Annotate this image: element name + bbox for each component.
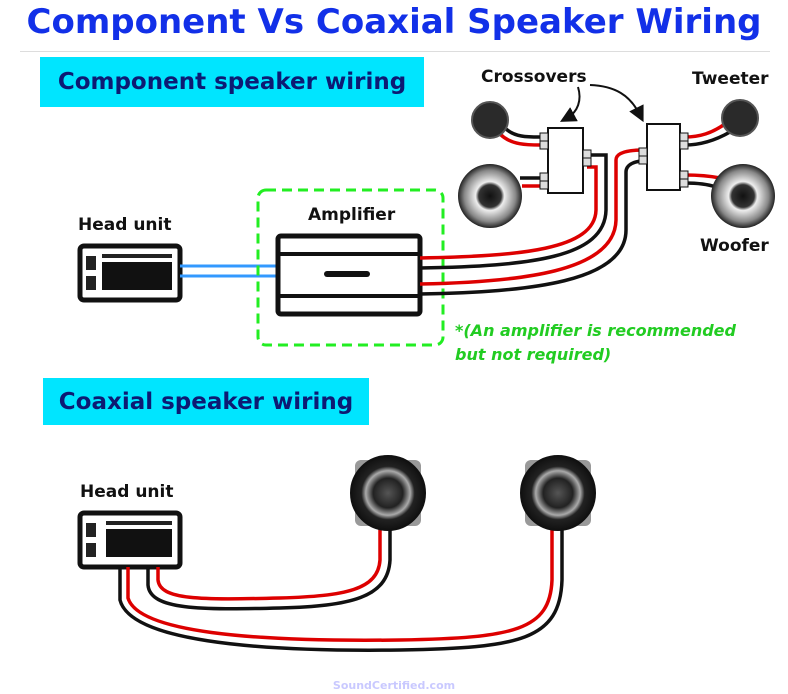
coaxial-speaker-1-icon	[350, 455, 426, 531]
crossover-left-icon	[539, 127, 592, 194]
coaxial-speaker-2-icon	[520, 455, 596, 531]
divider	[20, 51, 770, 52]
crossovers-label: Crossovers	[481, 67, 587, 87]
head-unit-label: Head unit	[78, 215, 172, 235]
crossover-arrows	[559, 84, 644, 123]
amplifier-note-line1: *(An amplifier is recommended	[455, 321, 736, 340]
optional-amplifier-box	[256, 188, 445, 347]
crossover-right-icon	[638, 123, 689, 191]
component-heading: Component speaker wiring	[40, 57, 424, 107]
speaker-wires	[419, 122, 731, 296]
tweeter-label: Tweeter	[692, 69, 769, 89]
amplifier-icon	[275, 233, 423, 317]
coaxial-heading: Coaxial speaker wiring	[43, 378, 369, 425]
page-title: Component Vs Coaxial Speaker Wiring	[26, 2, 762, 42]
tweeter-left-icon	[471, 101, 509, 139]
head-unit-icon	[77, 243, 183, 303]
amplifier-label: Amplifier	[308, 205, 396, 225]
coaxial-wires	[118, 528, 564, 652]
watermark: SoundCertified.com	[332, 679, 456, 692]
head-unit-2-icon	[77, 510, 183, 570]
woofer-left-icon	[458, 164, 522, 228]
signal-wires	[180, 264, 280, 278]
woofer-right-icon	[711, 164, 775, 228]
amplifier-note-line2: but not required)	[455, 345, 612, 364]
tweeter-right-icon	[721, 99, 759, 137]
woofer-label: Woofer	[700, 236, 769, 256]
head-unit-2-label: Head unit	[80, 482, 174, 502]
